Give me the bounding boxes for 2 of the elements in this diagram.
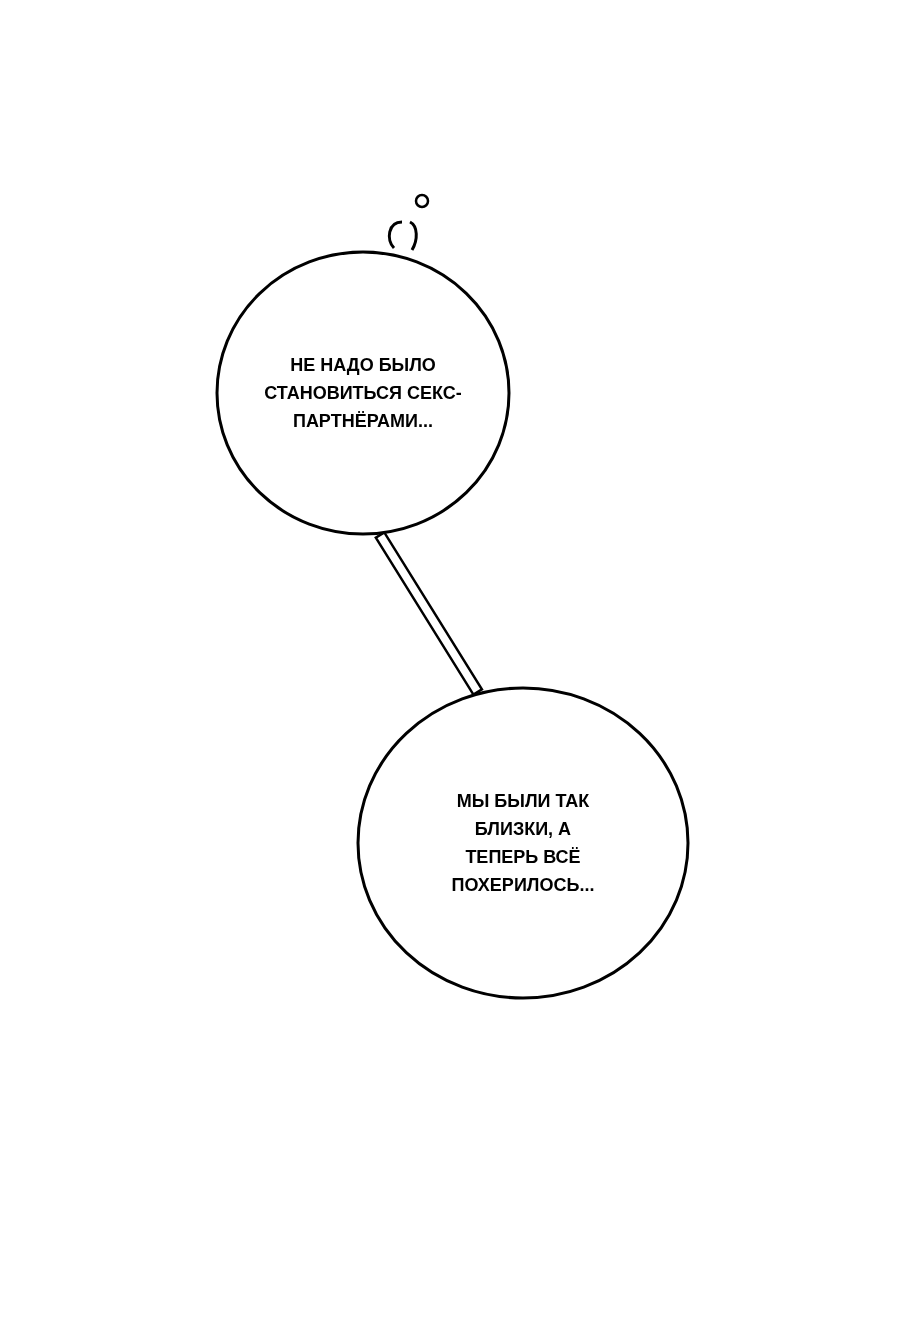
speech-text: МЫ БЫЛИ ТАК БЛИЗКИ, А ТЕПЕРЬ ВСЁ ПОХЕРИЛОСЬ... <box>450 790 596 897</box>
speech-text: НЕ НАДО БЫЛО СТАНОВИТЬСЯ СЕКС-ПАРТНЁРАМИ... <box>263 354 463 433</box>
